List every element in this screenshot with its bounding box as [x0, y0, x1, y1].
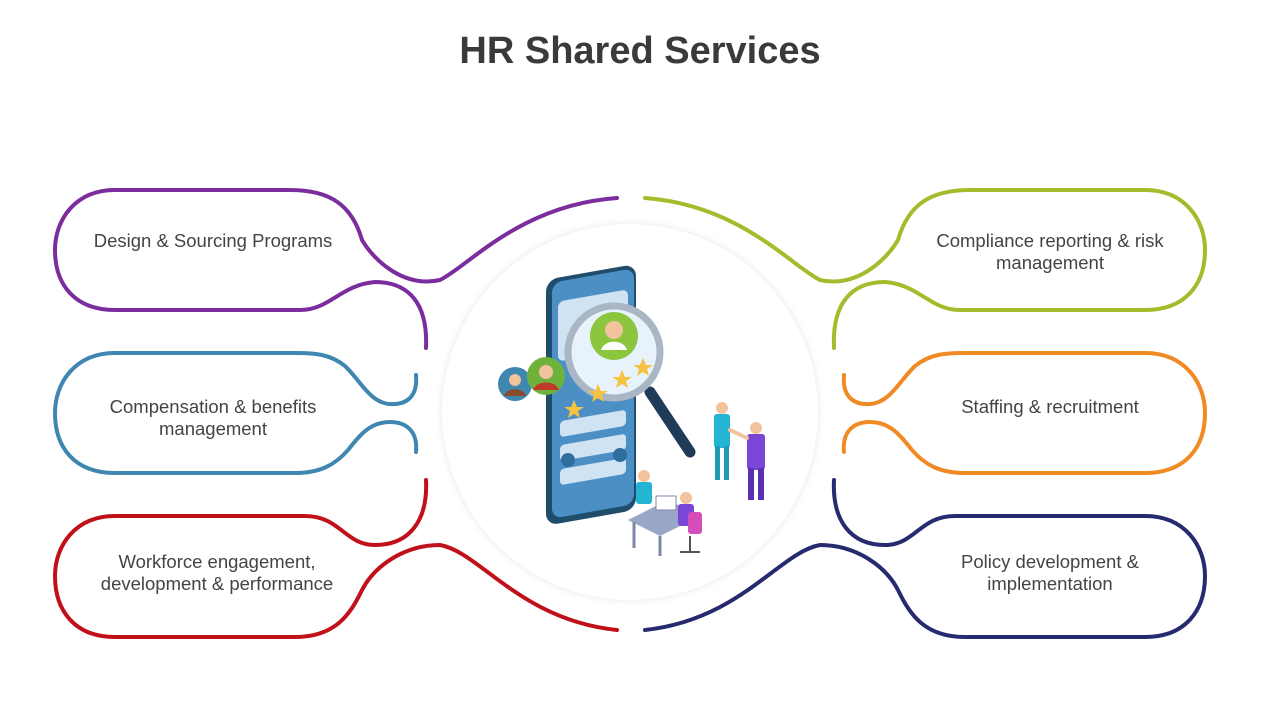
- label-workforce: Workforce engagement, development & perf…: [100, 551, 334, 594]
- bubble-outline-workforce: [52, 478, 619, 639]
- interview-desk-icon: [628, 470, 702, 556]
- bubble-outline-policy: [643, 478, 1208, 639]
- bubble-outline-compensation: [52, 351, 419, 475]
- magnifier-icon: [564, 302, 696, 458]
- handshake-people-icon: [714, 402, 765, 500]
- label-compliance: Compliance reporting & risk management: [936, 230, 1164, 273]
- bubble-outline-design-sourcing: [52, 188, 619, 350]
- label-policy: Policy development & implementation: [961, 551, 1139, 594]
- label-design-sourcing: Design & Sourcing Programs: [93, 230, 333, 251]
- rating-stars-icon: [564, 358, 653, 418]
- bubble-outline-compliance: [643, 188, 1208, 350]
- page-title: HR Shared Services: [459, 30, 821, 72]
- hr-recruitment-illustration-icon: [498, 265, 765, 556]
- label-compensation: Compensation & benefits management: [109, 396, 317, 439]
- bubble-outline-staffing: [841, 351, 1208, 475]
- avatar-icon: [498, 357, 565, 401]
- label-staffing: Staffing & recruitment: [961, 396, 1139, 417]
